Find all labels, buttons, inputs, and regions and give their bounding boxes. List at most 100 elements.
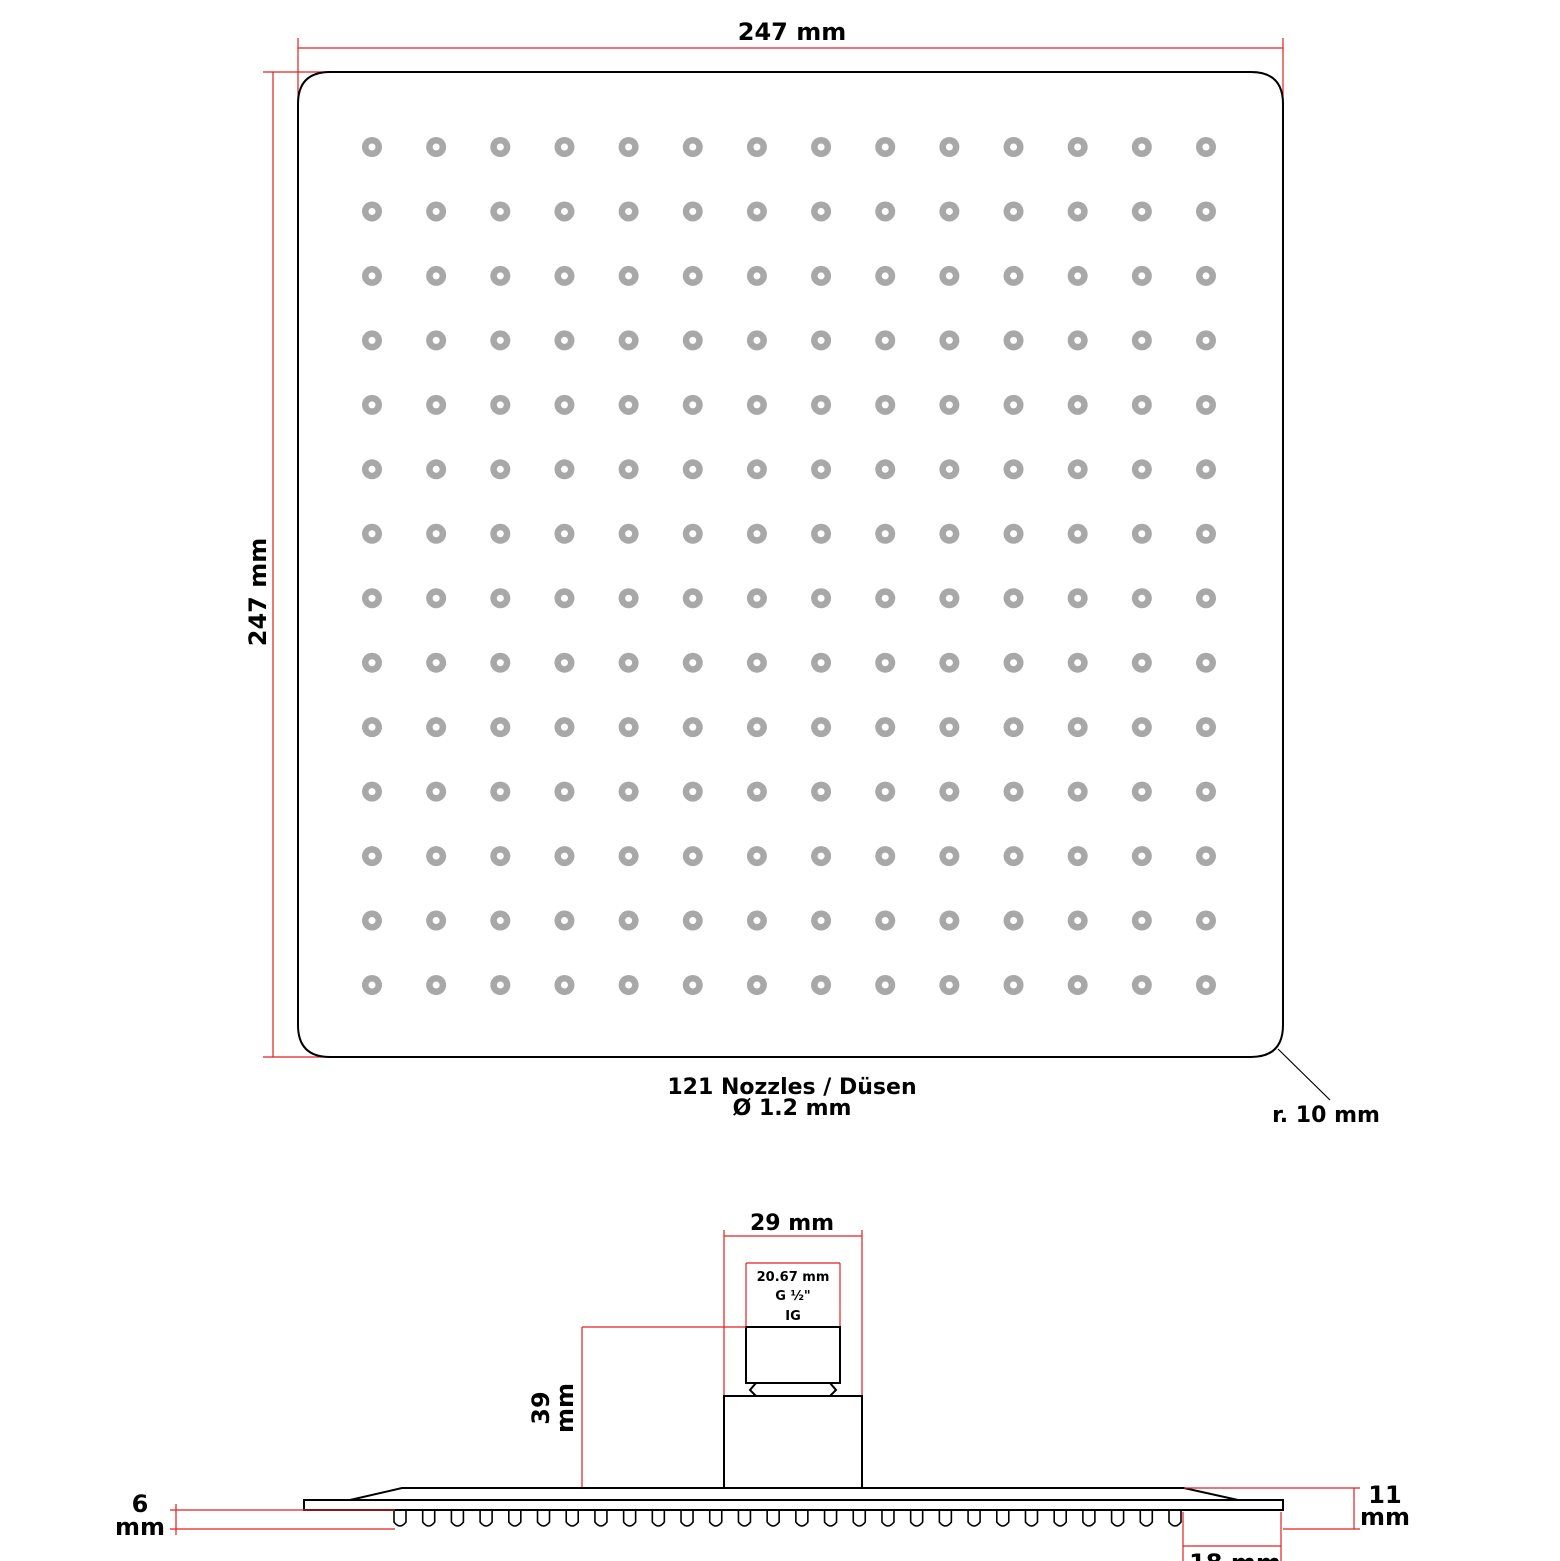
side-nozzle <box>1139 1511 1154 1527</box>
nozzle-center <box>1138 723 1146 731</box>
nozzle-center <box>1010 530 1018 538</box>
connector-width-dimension: 29 mm <box>723 1211 863 1396</box>
nozzle-center <box>1202 723 1210 731</box>
nozzle-center <box>881 143 889 151</box>
nozzle-center <box>689 465 697 473</box>
nozzle-center <box>817 336 825 344</box>
nozzle-center <box>689 272 697 280</box>
nozzle-center <box>1074 465 1082 473</box>
shower-head-plate-outline <box>297 71 1284 1058</box>
nozzle-center <box>432 788 440 796</box>
top-view: 247 mm 247 mm r. 10 mm 121 Nozzles / Düs… <box>244 18 1380 1128</box>
nozzle-center <box>753 143 761 151</box>
nozzle-center <box>625 143 633 151</box>
nozzle-center <box>432 852 440 860</box>
nozzle-center <box>496 465 504 473</box>
nozzle-center <box>368 917 376 925</box>
radius-leader-line <box>1277 1048 1331 1101</box>
nozzle-center <box>881 530 889 538</box>
height-dimension: 247 mm <box>244 71 330 1058</box>
corner-radius-label: r. 10 mm <box>1272 1103 1380 1128</box>
connector-width-label: 29 mm <box>750 1211 834 1236</box>
height-label: 247 mm <box>244 538 272 646</box>
nozzle-center <box>1138 917 1146 925</box>
edge-dimension: 18 mm <box>1182 1512 1282 1561</box>
nozzle-center <box>1074 788 1082 796</box>
nozzle-center <box>1138 530 1146 538</box>
nozzle-center <box>1202 788 1210 796</box>
side-view: 29 mm 20.67 mm G ½" IG 39 mm <box>115 1211 1410 1561</box>
nozzle-center <box>1074 594 1082 602</box>
side-nozzle <box>967 1511 981 1527</box>
nozzle-center <box>945 401 953 409</box>
nozzle-center <box>1074 659 1082 667</box>
total-thickness-unit: mm <box>1360 1503 1410 1531</box>
nozzle-center <box>753 852 761 860</box>
nozzle-center <box>1010 207 1018 215</box>
nozzle-center <box>496 530 504 538</box>
nozzle-center <box>817 659 825 667</box>
thread-notch-right <box>829 1382 838 1397</box>
nozzle-center <box>945 852 953 860</box>
nozzle-center <box>625 852 633 860</box>
nozzle-center <box>817 852 825 860</box>
nozzle-center <box>945 659 953 667</box>
total-thickness-value: 11 <box>1368 1481 1401 1509</box>
nozzle-center <box>432 530 440 538</box>
nozzle-center <box>1138 336 1146 344</box>
side-nozzle <box>881 1511 895 1527</box>
side-nozzle <box>766 1511 780 1527</box>
side-nozzle <box>393 1511 407 1527</box>
nozzle-center <box>817 723 825 731</box>
side-nozzle <box>737 1511 752 1527</box>
nozzle-center <box>496 207 504 215</box>
thread-notch-left <box>748 1382 757 1397</box>
nozzle-center <box>1202 401 1210 409</box>
nozzle-center <box>496 401 504 409</box>
nozzle-center <box>432 723 440 731</box>
nozzle-center <box>432 336 440 344</box>
side-nozzle <box>622 1511 637 1527</box>
nozzle-center <box>1138 272 1146 280</box>
nozzle-center <box>1202 981 1210 989</box>
nozzle-center <box>1010 788 1018 796</box>
nozzle-center <box>368 336 376 344</box>
nozzle-center <box>1074 981 1082 989</box>
nozzle-center <box>689 723 697 731</box>
thread-type-label: G ½" <box>775 1289 810 1304</box>
nozzle-center <box>496 659 504 667</box>
nozzle-center <box>1074 530 1082 538</box>
side-nozzle <box>1024 1511 1039 1527</box>
plate-thickness-value: 6 <box>132 1490 149 1518</box>
thread-width-dimension: 20.67 mm G ½" IG <box>745 1262 841 1327</box>
nozzle-center <box>881 723 889 731</box>
nozzle-center <box>817 272 825 280</box>
nozzle-center <box>689 207 697 215</box>
nozzle-center <box>1202 272 1210 280</box>
side-nozzle <box>651 1511 666 1527</box>
plate-thickness-unit: mm <box>115 1513 165 1541</box>
nozzle-center <box>945 336 953 344</box>
nozzle-center <box>817 530 825 538</box>
nozzle-center <box>817 465 825 473</box>
nozzle-center <box>560 272 568 280</box>
nozzle-center <box>432 981 440 989</box>
nozzle-center <box>689 530 697 538</box>
nozzle-center <box>753 401 761 409</box>
overall-height-unit: mm <box>551 1383 579 1433</box>
nozzle-center <box>560 594 568 602</box>
side-nozzle <box>795 1511 809 1527</box>
width-label: 247 mm <box>738 18 846 46</box>
nozzle-center <box>1010 917 1018 925</box>
nozzle-center <box>1010 723 1018 731</box>
nozzle-center <box>432 917 440 925</box>
nozzle-center <box>817 788 825 796</box>
nozzle-center <box>560 788 568 796</box>
edge-label: 18 mm <box>1189 1549 1281 1561</box>
nozzle-center <box>881 981 889 989</box>
nozzle-center <box>432 594 440 602</box>
nozzle-center <box>625 917 633 925</box>
nozzle-center <box>945 272 953 280</box>
